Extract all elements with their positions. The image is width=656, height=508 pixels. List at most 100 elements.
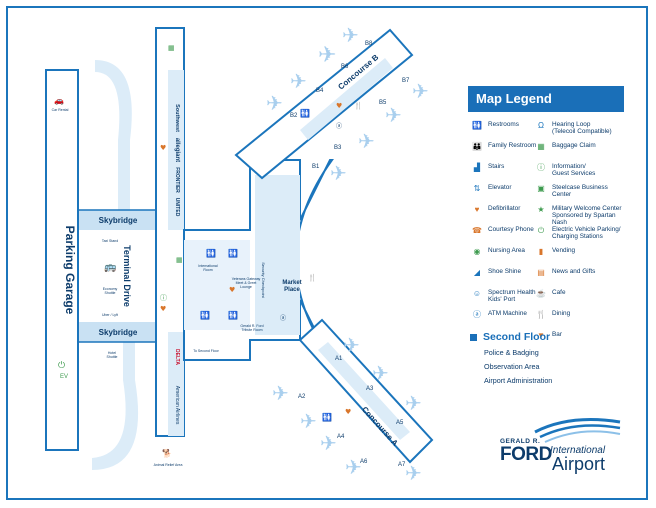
restroom-icon: 🚻 (206, 248, 216, 258)
logo-line4: Airport (552, 454, 606, 474)
legend-item: ▣ Steelcase Business Center (536, 184, 626, 205)
ramp-bottom (92, 342, 139, 470)
concourse-b-inner (300, 58, 393, 140)
defibrillator-icon: ♥ (160, 305, 166, 313)
logo-line3: International (550, 445, 606, 456)
gate-a1[interactable]: A1 (335, 356, 343, 362)
vending-icon: ▮ (538, 247, 544, 256)
skybridge-bottom[interactable] (78, 322, 158, 342)
parking-garage-label: Parking Garage (63, 226, 77, 315)
gate-b7[interactable]: B7 (402, 78, 410, 84)
gate-a6[interactable]: A6 (360, 459, 368, 465)
baggage-icon: ▦ (176, 256, 183, 264)
logo-line2: FORD (500, 444, 552, 465)
airline-united: UNITED (174, 198, 180, 217)
dining-icon: 🍴 (354, 101, 363, 110)
plane-icon: ✈ (330, 163, 347, 185)
legend-item-label: Information/ Guest Services (552, 163, 596, 177)
legend-item: ◢Shoe Shine (472, 268, 562, 289)
atm-icon: ⓐ (473, 310, 481, 319)
legend-item: ⏻Electric Vehicle Parking/ Charging Stat… (536, 226, 626, 247)
gates-a: A1 A2 A3 A4 A5 A6 A7 (298, 356, 406, 468)
gate-a5[interactable]: A5 (396, 420, 404, 426)
legend-item-label: Spectrum Health Kids' Port (488, 289, 536, 303)
gate-b5[interactable]: B5 (379, 100, 387, 106)
skybridge-top[interactable] (78, 210, 158, 230)
legend-item-label: Restrooms (488, 121, 519, 128)
legend-item-label: Shoe Shine (488, 268, 522, 275)
business-center-icon: ▣ (537, 184, 545, 193)
skybridge-top-label: Skybridge (99, 216, 138, 225)
legend-item-label: ATM Machine (488, 310, 527, 317)
concourse-b[interactable] (234, 28, 414, 180)
plane-icons: ✈ ✈ ✈ ✈ ✈ ✈ ✈ ✈ ✈ ✈ ✈ ✈ ✈ ✈ ✈ ✈ (266, 25, 429, 485)
airline-american: American Airlines (174, 386, 180, 425)
kids-port-icon: ☺ (472, 289, 482, 298)
plane-icon: ✈ (412, 81, 429, 103)
car-rental-label: Car Rental (52, 108, 69, 112)
restroom-icon: 🚻 (228, 248, 238, 258)
legend-item: ★Military Welcome Center Sponsored by Sp… (536, 205, 626, 226)
plane-icon: ✈ (300, 411, 317, 433)
plane-icon: ✈ (290, 71, 307, 93)
legend-item-label: Dining (552, 310, 571, 317)
gate-b1[interactable]: B1 (312, 164, 320, 170)
dining-icon: 🍴 (308, 273, 317, 282)
legend-item-label: Steelcase Business Center (552, 184, 608, 198)
airline-delta: DELTA (174, 349, 180, 365)
restroom-icon: 🚻 (472, 121, 482, 130)
taxi-stand-label: Taxi Stand (102, 239, 118, 243)
to-second-floor-label: To Second Floor (193, 349, 219, 353)
plane-icon: ✈ (318, 42, 336, 67)
gate-b6[interactable]: B6 (341, 64, 349, 70)
legend-item-label: Baggage Claim (552, 142, 596, 149)
legend-item: 🍴Dining (536, 310, 626, 331)
bus-icon: 🚌 (104, 262, 117, 273)
gate-b3[interactable]: B3 (334, 145, 342, 151)
ticketing-inner-bottom (168, 332, 184, 436)
skybridge-bottom-label: Skybridge (99, 328, 138, 337)
legend-item: ⓐ ATM Machine (472, 310, 562, 331)
plane-icon: ✈ (342, 25, 359, 47)
gate-a7[interactable]: A7 (398, 462, 406, 468)
gate-b4[interactable]: B4 (316, 88, 324, 94)
defibrillator-icon: ♥ (345, 408, 351, 416)
ramp-top (95, 60, 132, 210)
plane-icon: ✈ (358, 131, 375, 153)
baggage-icon: ▦ (168, 44, 175, 52)
gate-a2[interactable]: A2 (298, 394, 306, 400)
security-area (255, 175, 300, 335)
hearing-loop-icon: Ω (538, 121, 544, 130)
gate-b2[interactable]: B2 (290, 113, 298, 119)
ev-label: EV (60, 374, 68, 380)
legend-item: ▦Baggage Claim (536, 142, 626, 163)
gate-a4[interactable]: A4 (337, 434, 345, 440)
plane-icon: ✈ (320, 433, 337, 455)
stairs-icon: ▟ (473, 163, 481, 172)
plane-icon: ✈ (266, 93, 283, 115)
second-floor-heading: Second Floor (470, 331, 620, 343)
concourse-a-inner (318, 342, 410, 440)
legend-item-label: Electric Vehicle Parking/ Charging Stati… (552, 226, 621, 240)
legend-item-label: Bar (552, 331, 562, 338)
gate-a3[interactable]: A3 (366, 386, 374, 392)
wave-icon (534, 418, 621, 443)
military-icon: ★ (537, 205, 545, 214)
second-floor-item: Airport Administration (484, 376, 553, 385)
nursing-icon: ◉ (473, 247, 481, 256)
second-floor-item: Police & Badging (484, 348, 539, 357)
legend-item-label: Stairs (488, 163, 505, 170)
legend-item: ▤News and Gifts (536, 268, 626, 289)
second-floor-item: Observation Area (484, 362, 540, 371)
gate-b8[interactable]: B8 (365, 41, 373, 47)
phone-icon: ☎ (472, 226, 482, 235)
plane-icon: ✈ (385, 105, 402, 127)
legend-item: ☺ Spectrum Health Kids' Port (472, 289, 562, 310)
airline-allegiant: allegiant (174, 138, 180, 162)
legend-item-label: Cafe (552, 289, 566, 296)
logo-line1: GERALD R. (500, 438, 541, 445)
